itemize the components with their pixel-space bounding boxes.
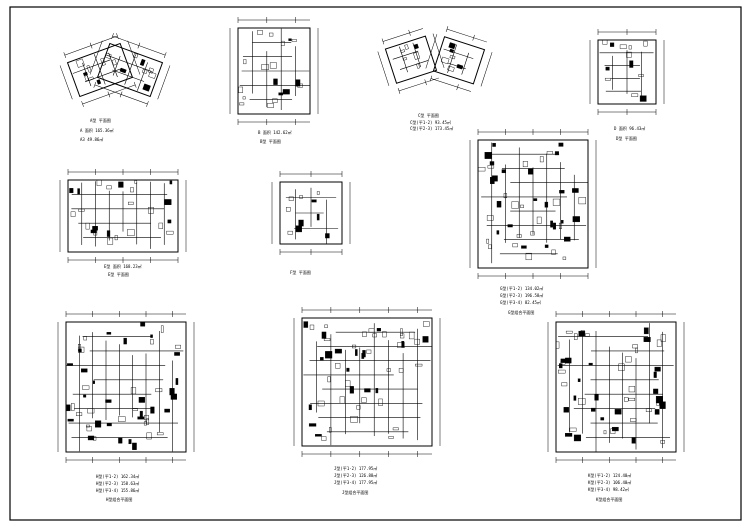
plan-h-area-3: H型(平3-4) 155.86㎡ [96,487,139,493]
plan-c-drawing-right [425,26,493,92]
plan-g-area-1: G型(平1-2) 134.02㎡ [500,285,543,291]
plan-c-area-1: C型(平1-2) 93.45㎡ [410,119,451,125]
plan-j-area-3: J型(平3-4) 177.95㎡ [334,479,377,485]
plan-k: K型(平1-2) 124.40㎡ K型(平2-3) 106.40㎡ K型(平3-… [547,311,685,502]
plan-b-area-1: B 面积 142.62㎡ [258,129,292,135]
plan-j-title: J型组合平面图 [342,489,368,495]
plan-b: B型 平面图 B 面积 142.62㎡ [229,17,319,144]
plan-c-title: C型 平面图 [418,112,439,118]
plan-e-title: E型 平面图 [108,271,129,277]
plan-a: A型 平面图 A 面积 165.36㎡ A3 49.86㎡ [59,33,171,142]
plan-b-drawing [229,17,319,125]
plan-a-drawing-right [89,33,171,107]
plan-k-drawing [547,311,685,463]
plan-j-area-1: J型(平1-2) 177.95㎡ [334,465,377,471]
plan-c-area-2: C型(平2-3) 173.45㎡ [410,125,453,131]
plan-f-title: F型 平面图 [290,269,311,275]
plan-b-title: B型 平面图 [260,138,281,144]
plan-k-area-2: K型(平2-3) 106.40㎡ [588,479,631,485]
plan-g: G型(平1-2) 134.02㎡ G型(平2-3) 196.58㎡ G型(平3-… [469,129,597,315]
plan-e-area-1: E型 面积 168.23㎡ [104,263,142,269]
plan-h-drawing [57,311,195,463]
plan-a-area-2: A3 49.86㎡ [80,136,103,142]
plan-h-area-2: H型(平2-3) 158.63㎡ [96,480,139,486]
plan-g-area-2: G型(平2-3) 196.58㎡ [500,292,543,298]
plan-d-drawing [589,29,665,115]
plan-e: E型 面积 168.23㎡ E型 平面图 [59,169,187,277]
sheet-border [9,6,742,521]
plan-g-area-3: G型(平3-4) 82.45㎡ [500,299,541,305]
plan-a-area-1: A 面积 165.36㎡ [80,127,114,133]
plan-g-drawing [469,129,597,279]
plan-a-drawing [59,33,141,107]
plan-k-area-3: K型(平3-4) 98.42㎡ [588,486,629,492]
plan-j-area-2: J型(平2-3) 126.88㎡ [334,472,377,478]
plan-d-title: D型 平面图 [616,135,637,141]
plan-e-drawing [59,169,187,263]
plan-h: H型(平1-2) 162.34㎡ H型(平2-3) 158.63㎡ H型(平3-… [57,311,195,502]
plan-d: D 面积 96.43㎡ D型 平面图 [589,29,665,141]
plan-f: F型 平面图 [271,171,351,275]
plan-j-drawing [293,307,441,457]
plan-k-title: K型组合平面图 [596,496,622,502]
plan-j: J型(平1-2) 177.95㎡ J型(平2-3) 126.88㎡ J型(平3-… [293,307,441,495]
plan-f-drawing [271,171,351,255]
plan-a-title: A型 平面图 [90,117,111,123]
plan-h-title: H型组合平面图 [106,496,132,502]
plan-k-area-1: K型(平1-2) 124.40㎡ [588,472,631,478]
plan-g-title: G型组合平面图 [508,309,534,315]
plan-h-area-1: H型(平1-2) 162.34㎡ [96,473,139,479]
plan-c: C型 平面图 C型(平1-2) 93.45㎡ C型(平2-3) 173.45㎡ [377,26,493,131]
plan-d-area-1: D 面积 96.43㎡ [614,125,645,131]
